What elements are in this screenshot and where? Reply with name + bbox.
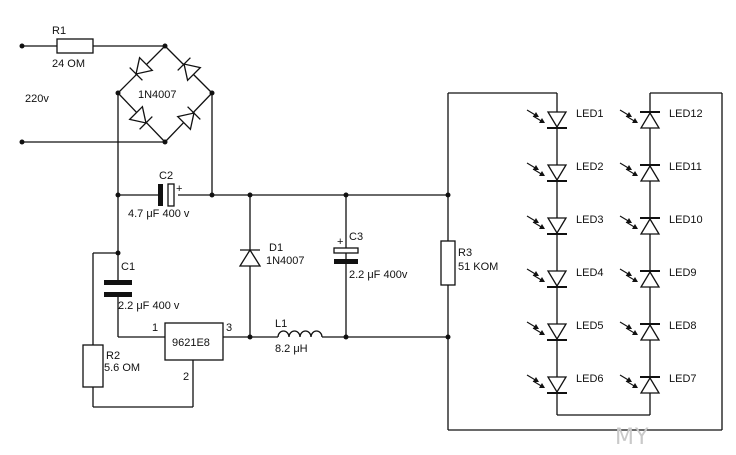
c1-ref-label: C1: [121, 261, 135, 273]
c3-ref-label: C3: [349, 231, 363, 243]
capacitor-c2: + C2 4.7 μF 400 v: [128, 170, 190, 220]
input-voltage-label: 220v: [25, 93, 49, 105]
led-left-5: LED5: [526, 320, 604, 341]
c2-polarity-label: +: [176, 183, 182, 195]
led-left-3: LED3: [526, 214, 604, 235]
bridge-value-label: 1N4007: [138, 89, 177, 101]
led-left-label: LED6: [576, 373, 604, 385]
c3-polarity-label: +: [337, 236, 343, 248]
led-left-label: LED4: [576, 267, 604, 279]
led-right-label: LED11: [669, 161, 702, 173]
c2-ref-label: C2: [159, 170, 173, 182]
c3-value-label: 2.2 μF 400v: [349, 269, 408, 281]
led-right-5: LED8: [619, 320, 697, 341]
d1-value-label: 1N4007: [266, 255, 305, 267]
r3-ref-label: R3: [458, 247, 472, 259]
l1-ref-label: L1: [275, 318, 287, 330]
capacitor-c1: [104, 280, 132, 297]
resistor-r2: [82, 344, 104, 388]
led-left-1: LED1: [526, 108, 604, 129]
ac-input: R1 24 OM 220v: [19, 25, 168, 145]
ic-pin2-label: 2: [183, 371, 189, 383]
led-right-3: LED10: [619, 214, 703, 235]
watermark-logo: MY: [615, 425, 649, 450]
r1-ref-label: R1: [52, 25, 66, 37]
capacitor-c3: + C3 2.2 μF 400v: [333, 195, 408, 337]
led-right-label: LED12: [669, 108, 703, 120]
bridge-diode-1: [129, 56, 154, 81]
led-right-4: LED9: [619, 267, 697, 288]
inductor-l1: L1 8.2 μH: [275, 318, 451, 355]
rails: [115, 93, 451, 198]
led-left-label: LED2: [576, 161, 604, 173]
led-left-label: LED1: [576, 108, 604, 120]
led-right-label: LED8: [669, 320, 697, 332]
resistor-r1: [56, 38, 94, 54]
led-left-label: LED3: [576, 214, 604, 226]
led-left-label: LED5: [576, 320, 604, 332]
c2-value-label: 4.7 μF 400 v: [128, 208, 190, 220]
driver-section: C1 2.2 μF 400 v R2 5.6 OM 9621E8 1 2 3: [82, 195, 278, 408]
bridge-diode-2: [177, 57, 202, 82]
led-right-1: LED12: [619, 108, 703, 129]
diode-d1: D1 1N4007: [238, 195, 305, 337]
led-left-2: LED2: [526, 161, 604, 182]
bridge-diode-4: [176, 106, 201, 131]
ic-pin1-label: 1: [152, 322, 158, 334]
r2-ref-label: R2: [106, 350, 120, 362]
led-array-frame: [447, 92, 723, 431]
d1-ref-label: D1: [269, 242, 283, 254]
led-left-4: LED4: [526, 267, 604, 288]
r1-value-label: 24 OM: [52, 58, 85, 70]
led-right-2: LED11: [619, 161, 702, 182]
c1-value-label: 2.2 μF 400 v: [118, 300, 180, 312]
led-right-6: LED7: [619, 373, 697, 394]
led-right-label: LED7: [669, 373, 697, 385]
bridge-rectifier: 1N4007: [115, 45, 215, 143]
r3-value-label: 51 KOM: [458, 261, 498, 273]
ic-pin3-label: 3: [226, 322, 232, 334]
ic-chip: [164, 322, 224, 361]
led-left-6: LED6: [526, 373, 604, 394]
bridge-diode-3: [128, 105, 153, 130]
l1-value-label: 8.2 μH: [275, 343, 308, 355]
resistor-r3: R3 51 KOM: [440, 195, 498, 337]
r2-value-label: 5.6 OM: [104, 362, 140, 374]
led-right-label: LED10: [669, 214, 703, 226]
ic-name-label: 9621E8: [172, 337, 210, 349]
led-right-label: LED9: [669, 267, 697, 279]
